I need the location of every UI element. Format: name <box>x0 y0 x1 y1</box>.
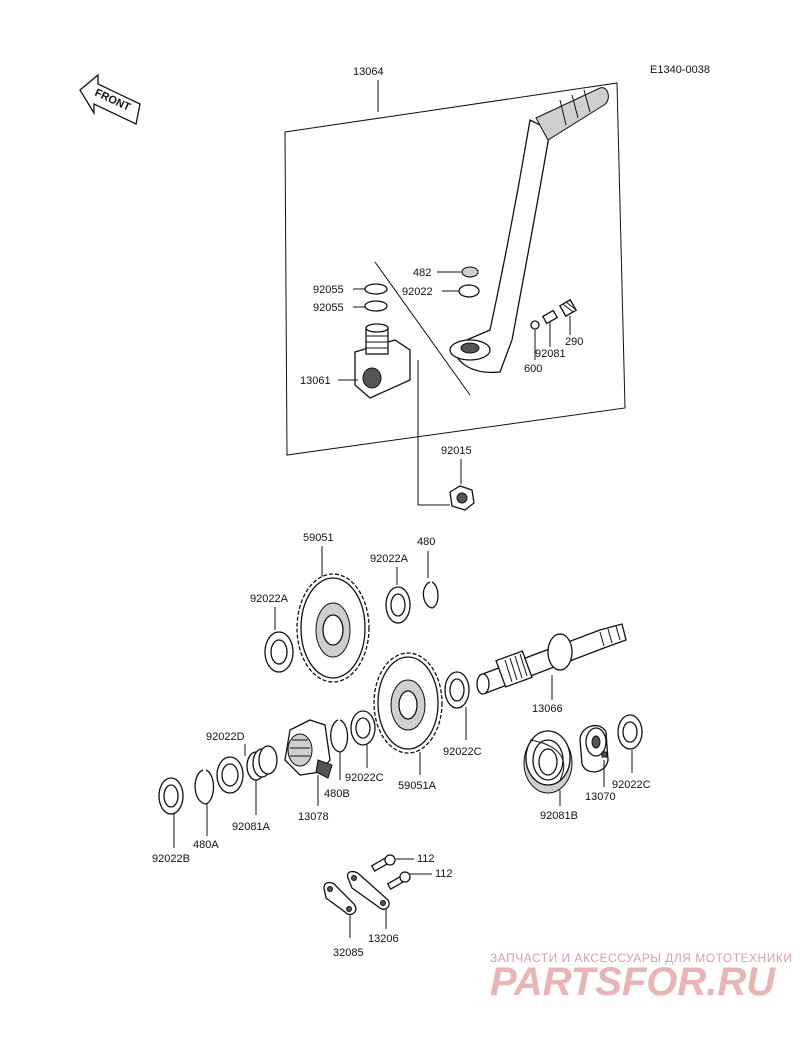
label-92081A: 92081A <box>232 821 271 833</box>
label-92055-upper: 92055 <box>313 284 344 296</box>
label-13064: 13064 <box>353 66 384 78</box>
watermark-subtitle: ЗАПЧАСТИ И АКСЕССУАРЫ ДЛЯ МОТОТЕХНИКИ <box>490 951 792 965</box>
label-290: 290 <box>565 336 583 348</box>
label-92022A-left: 92022A <box>250 593 289 605</box>
stopper-32085 <box>323 881 357 916</box>
circlip-482 <box>461 266 479 278</box>
label-112-lower: 112 <box>435 868 453 880</box>
screw-112-lower <box>386 871 411 890</box>
oring-92055-lower <box>364 300 388 312</box>
label-92022A-right: 92022A <box>370 553 409 565</box>
label-600: 600 <box>524 363 542 375</box>
washer-92022D <box>216 756 244 794</box>
label-59051A: 59051A <box>398 780 437 792</box>
label-59051: 59051 <box>303 532 334 544</box>
diagram-code: E1340-0038 <box>650 64 710 76</box>
label-13061: 13061 <box>300 375 331 387</box>
gear-59051A <box>373 652 443 754</box>
label-480: 480 <box>417 536 435 548</box>
label-480A: 480A <box>193 839 219 851</box>
kick-pedal-lever <box>449 87 609 374</box>
label-482: 482 <box>413 267 431 279</box>
label-13078: 13078 <box>298 811 329 823</box>
label-92081B: 92081B <box>540 810 578 822</box>
front-arrow-icon: FRONT <box>79 73 141 125</box>
watermark-brand: PARTSFOR.RU <box>490 960 776 1004</box>
label-92022D: 92022D <box>206 731 245 743</box>
washer-92022B <box>158 777 184 815</box>
label-92081: 92081 <box>535 348 566 360</box>
kick-shaft-boss-13061 <box>354 323 411 399</box>
label-92022C-center: 92022C <box>443 746 482 758</box>
nut-92015 <box>449 485 475 511</box>
circlip-480B <box>330 719 349 753</box>
circlip-480A <box>194 769 215 805</box>
ball-600 <box>530 320 540 330</box>
spring-92081 <box>541 309 559 325</box>
washer-92022C-left <box>350 710 376 746</box>
label-92022B: 92022B <box>152 853 190 865</box>
label-92022: 92022 <box>402 286 433 298</box>
label-13066: 13066 <box>532 703 563 715</box>
circlip-480 <box>422 581 439 609</box>
label-92022C-right: 92022C <box>612 779 651 791</box>
ratchet-13078 <box>284 719 333 779</box>
washer-92022A-right <box>385 586 411 624</box>
spring-92081B <box>523 730 573 794</box>
washer-92022A-left <box>264 631 294 673</box>
spring-92081A <box>246 745 278 781</box>
washer-92022C-center <box>444 671 470 709</box>
label-112-upper: 112 <box>417 853 435 865</box>
label-92015: 92015 <box>441 445 472 457</box>
spring-guide-13070 <box>579 724 609 773</box>
label-32085: 32085 <box>333 947 364 959</box>
kick-pedal-assembly-frame <box>284 82 626 456</box>
oring-92055-upper <box>364 283 388 295</box>
gear-59051 <box>296 573 370 683</box>
label-92022C-left: 92022C <box>345 772 384 784</box>
washer-92022 <box>458 284 480 298</box>
screw-112-upper <box>370 854 396 872</box>
washer-92022C-right <box>617 714 643 750</box>
plate-13206 <box>346 870 390 910</box>
kick-shaft-13066 <box>476 623 627 695</box>
label-13206: 13206 <box>368 933 399 945</box>
label-13070: 13070 <box>585 791 616 803</box>
label-480B: 480B <box>324 788 350 800</box>
label-92055-lower: 92055 <box>313 302 344 314</box>
detent-spring-290 <box>558 298 578 318</box>
